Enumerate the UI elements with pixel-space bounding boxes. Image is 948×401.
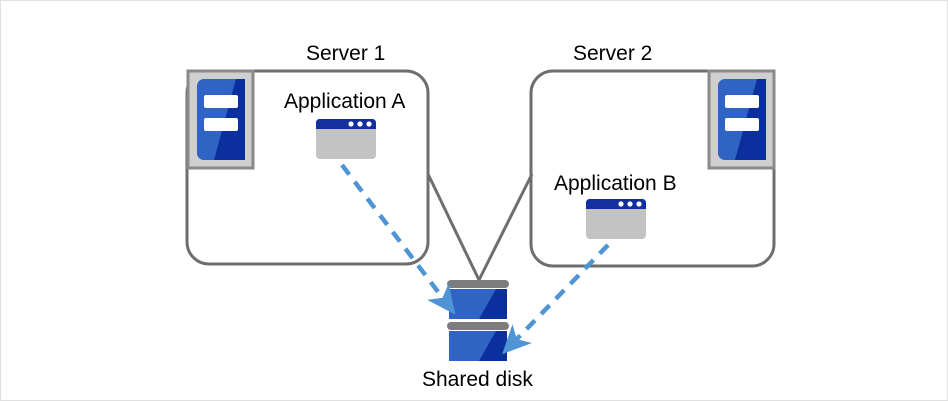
server1-rack-icon: [186, 69, 255, 170]
shared-disk-icon: [447, 280, 509, 361]
application-b-window-icon: [585, 199, 647, 239]
arrow-app-b-to-disk: [502, 243, 610, 355]
connector-server1-to-disk: [426, 173, 481, 281]
server2-label: Server 2: [573, 42, 653, 65]
application-a-window-icon: [315, 119, 377, 159]
application-b-label: Application B: [554, 172, 677, 195]
application-a-label: Application A: [284, 90, 406, 113]
server2-rack-icon: [707, 69, 776, 170]
arrow-app-a-to-disk: [340, 163, 456, 315]
shared-disk-label: Shared disk: [422, 368, 533, 391]
connector-server2-to-disk: [477, 173, 534, 281]
server1-label: Server 1: [306, 42, 386, 65]
